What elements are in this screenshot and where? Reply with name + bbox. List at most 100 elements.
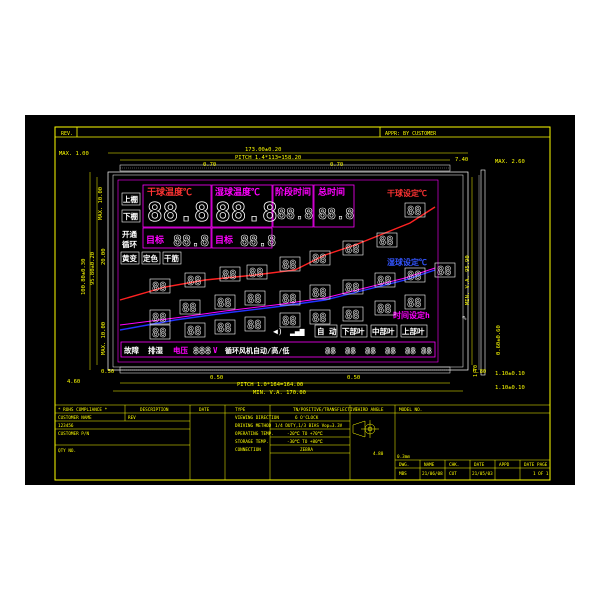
tb-name: NAME [424, 462, 435, 468]
digit-box [376, 232, 398, 248]
dry-temp-box [142, 184, 212, 228]
dim-left-6: 0.50 [101, 369, 114, 375]
label-time-set: 时间设定h [393, 310, 430, 320]
digit-box [404, 202, 426, 218]
label-fix: 定色 [143, 253, 158, 263]
label-dry: 干筋 [164, 253, 179, 263]
digit-box [434, 262, 456, 278]
label-v: V [213, 346, 218, 355]
digit-box [279, 312, 301, 328]
status-digit: 88 [421, 347, 432, 357]
label-mid-leaf: 中部叶 [372, 326, 395, 336]
label-total-time: 总时间 [318, 186, 345, 198]
digit-box [244, 290, 266, 306]
tb-view-val: 6 O'CLOCK [295, 415, 319, 421]
dim-right-3: 1.10±0.10 [495, 371, 525, 377]
digit-glyph: 88 [152, 326, 166, 340]
dim-left-4: 20.00 [101, 248, 107, 265]
tb-type: TYPE [235, 407, 246, 413]
tb-view-dir: VIEWING DIRECTION [235, 415, 279, 421]
digit-glyph: 88 [152, 311, 166, 325]
digit-glyph: 88 [182, 301, 196, 315]
tb-date3: DATE [524, 462, 535, 468]
rev-label: REV. [61, 131, 73, 137]
segment-digits: 8888888888888888888888888888888888888888… [149, 202, 456, 340]
dim-left-1: 100.80±0.30 [81, 259, 87, 295]
digit-glyph: 88 [222, 268, 236, 282]
status-digit: 88 [385, 347, 396, 357]
digit-glyph: 88 [312, 286, 326, 300]
dim-right-2: 0.60±0.60 [496, 325, 502, 355]
label-target-1: 目标 [146, 234, 164, 246]
label-stage-time: 阶段时间 [275, 186, 311, 198]
digit-box [374, 272, 396, 288]
digit-glyph: 88 [407, 269, 421, 283]
digit-box [279, 256, 301, 272]
digit-box [149, 324, 171, 340]
tb-date: DATE [199, 407, 210, 413]
digit-box [149, 278, 171, 294]
digit-box [149, 309, 171, 325]
digit-box [246, 264, 268, 280]
tb-storage-temp: STORAGE TEMP. [235, 439, 269, 445]
label-open: 开通 [122, 229, 137, 239]
dim-pitch-bot: PITCH 1.0*164=164.00 [237, 382, 303, 388]
tb-cust-name: CUSTOMER NAME [58, 415, 92, 421]
tb-dwg: DWG. [399, 462, 409, 468]
digit-glyph: 88 [282, 258, 296, 272]
label-fan: 循环 [122, 239, 137, 249]
digit-box [342, 279, 364, 295]
tb-date2: DATE [474, 462, 485, 468]
digit-box [342, 306, 364, 322]
digit-box [404, 267, 426, 283]
label-up-leaf: 上部叶 [402, 326, 425, 336]
tb-model-no: MODEL NO. [399, 407, 422, 413]
drawing-sheet: REV. APPR: BY CUSTOMER 173.00±0.20 PITCH… [25, 115, 575, 485]
digit-box [279, 290, 301, 306]
seg-wet-temp: 88.8 [215, 198, 278, 228]
label-wet-temp: 湿球温度℃ [215, 186, 260, 198]
dim-740: 7.40 [455, 157, 468, 163]
label-fault: 故障 [124, 345, 139, 355]
signal-icon: ▂▄▆ [289, 327, 305, 336]
dim-top-width: 173.00±0.20 [245, 147, 281, 153]
digit-glyph: 88 [282, 292, 296, 306]
dim-bot-050-b: 0.50 [347, 375, 360, 381]
digit-glyph: 88 [187, 274, 201, 288]
appr-label: APPR: BY CUSTOMER [385, 131, 437, 137]
dim-left-5: MAX. 10.00 [101, 322, 107, 355]
third-angle-symbol [352, 420, 379, 438]
label-yellow: 黄变 [122, 253, 137, 263]
label-wet-set: 湿球设定℃ [387, 257, 427, 267]
digit-box [342, 240, 364, 256]
tb-pg: 1 OF 1 [533, 471, 549, 477]
dim-bot-050-a: 0.50 [210, 375, 223, 381]
digit-box [214, 319, 236, 335]
label-auto: 自 动 [317, 326, 337, 336]
digit-box [244, 316, 266, 332]
tb-rev: REV [128, 415, 136, 421]
digit-glyph: 88 [247, 318, 261, 332]
tb-rohs: * ROHS COMPLIANCE * [58, 407, 108, 413]
digit-glyph: 88 [407, 204, 421, 218]
tb-description: DESCRIPTION [140, 407, 169, 413]
label-lower: 下棚 [123, 211, 138, 221]
digit-box [179, 299, 201, 315]
dim-right-5: 0.80 [473, 369, 486, 375]
digit-glyph: 88 [249, 266, 263, 280]
digit-box [309, 309, 331, 325]
seg-target-2: 88.8 [240, 232, 276, 250]
tb-page: PAGE [537, 462, 548, 468]
cursor-icon: ⇖ [462, 313, 467, 323]
tb-cust-pn: CUSTOMER P/N [58, 431, 89, 437]
digit-glyph: 88 [345, 281, 359, 295]
tb-drive: DRIVING METHOD [235, 423, 272, 429]
dim-right-4: 1.10±0.10 [495, 385, 525, 391]
tb-storage-val: -30℃ TO +80℃ [287, 439, 323, 445]
tb-drive-val: 1/4 DUTY,1/3 BIAS Vop=3.3V [275, 423, 343, 429]
digit-box [184, 322, 206, 338]
dim-070-b: 0.70 [330, 162, 343, 168]
digit-box [309, 284, 331, 300]
label-dry-temp: 干球温度℃ [147, 186, 192, 198]
digit-glyph: 88 [437, 264, 451, 278]
